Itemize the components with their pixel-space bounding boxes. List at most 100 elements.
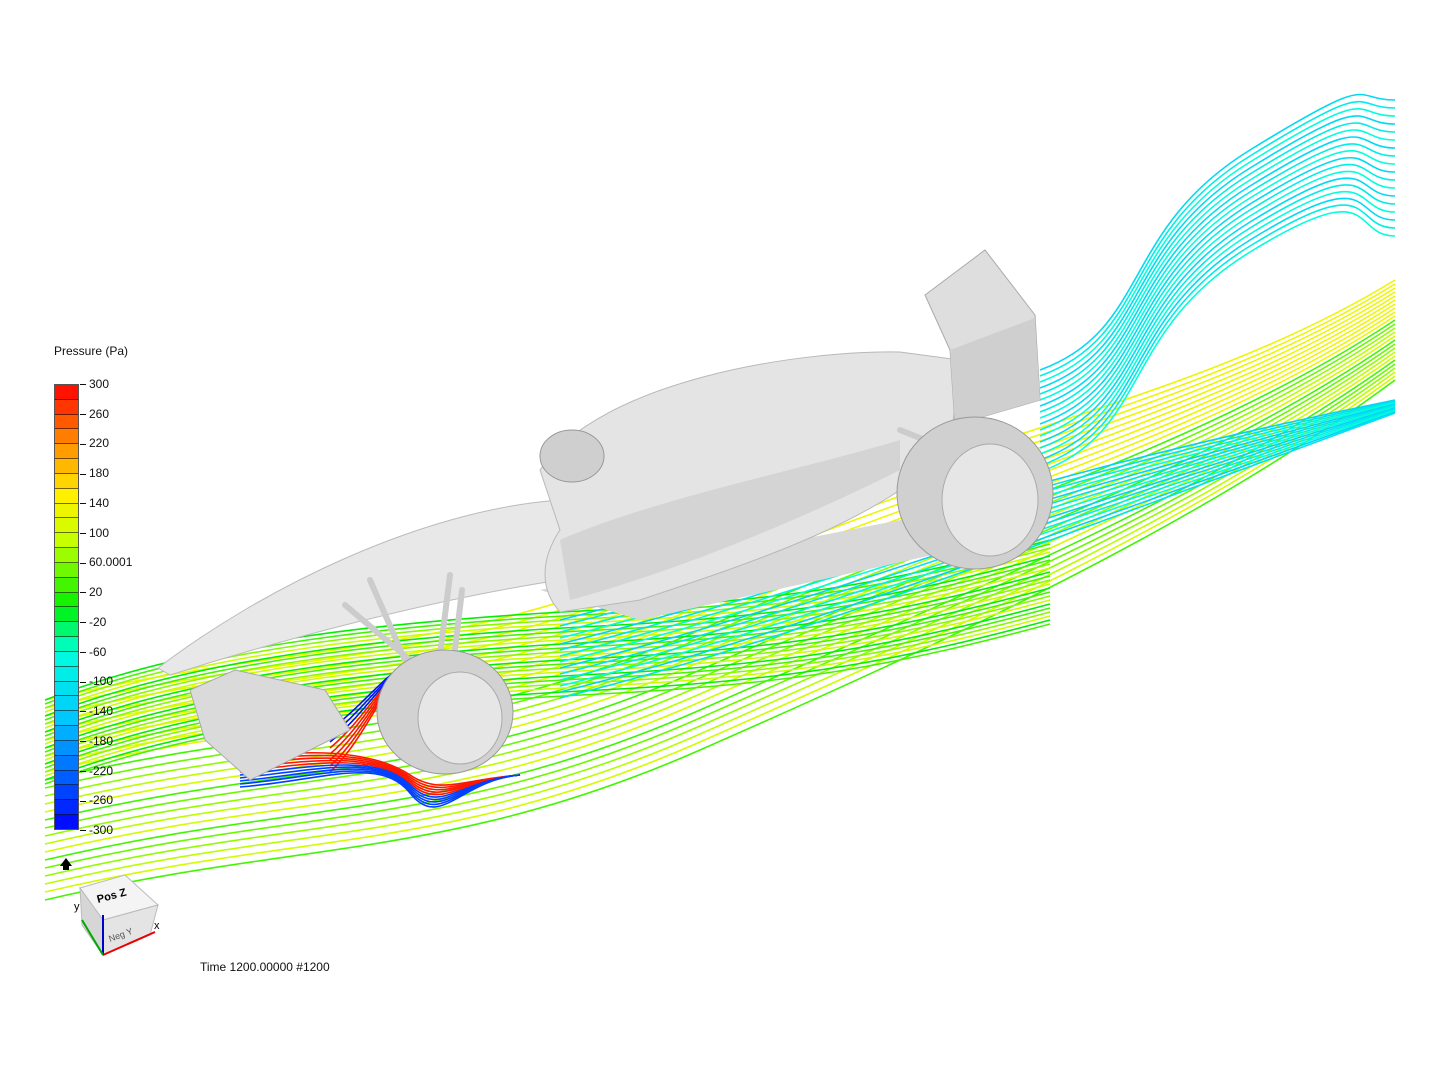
colorbar-band	[55, 488, 78, 504]
colorbar-tick-label: 180	[80, 466, 109, 480]
colorbar-band	[55, 399, 78, 415]
streamline	[1039, 211, 1396, 473]
streamline	[1039, 115, 1396, 389]
colorbar-band	[55, 607, 78, 623]
colorbar-band	[55, 577, 78, 593]
colorbar-tick-label: 100	[80, 526, 109, 540]
streamline	[44, 347, 1396, 837]
colorbar-band	[55, 518, 78, 534]
up-arrow-icon	[60, 858, 72, 870]
colorbar-band	[55, 696, 78, 712]
colorbar-tick-label: -100	[80, 674, 113, 688]
colorbar-tick-label: -220	[80, 764, 113, 778]
colorbar-band	[55, 503, 78, 519]
colorbar-band	[55, 815, 78, 829]
colorbar-band	[55, 592, 78, 608]
colorbar-band	[55, 459, 78, 474]
streamline	[559, 408, 1396, 675]
streamline	[1039, 184, 1396, 449]
streamline	[1039, 136, 1396, 407]
colorbar-band	[55, 473, 78, 489]
colorbar-band	[55, 637, 78, 652]
streamline	[1039, 163, 1396, 431]
streamline	[239, 757, 521, 791]
colorbar-band	[55, 666, 78, 682]
colorbar-band	[55, 681, 78, 697]
colorbar-band	[55, 385, 78, 400]
streamline	[44, 339, 1396, 821]
streamline	[239, 764, 521, 798]
colorbar-ticks: 300 260 220 180 140 100 60.0001 20 -20 -60 -100 -14…	[80, 377, 170, 837]
streamline	[239, 759, 521, 793]
streamline	[1039, 190, 1396, 455]
legend-title: Pressure (Pa)	[54, 344, 129, 358]
colorbar-tick-label: -140	[80, 704, 113, 718]
streamline	[1039, 156, 1396, 425]
streamline	[44, 615, 1051, 777]
f1-car-model	[157, 249, 1054, 781]
streamline	[1039, 100, 1396, 377]
colorbar-tick-label: 260	[80, 407, 109, 421]
y-axis-arrow	[81, 919, 104, 956]
orientation-cube[interactable]: Pos Z Neg Y x y	[60, 858, 160, 957]
colorbar-band	[55, 770, 78, 786]
colorbar-band	[55, 800, 78, 816]
streamline	[559, 412, 1396, 699]
streamline	[239, 762, 521, 796]
streamline	[239, 766, 521, 801]
streamline	[559, 409, 1396, 681]
streamline	[44, 607, 1051, 769]
pressure-colorbar	[54, 384, 79, 830]
colorbar-band	[55, 414, 78, 430]
colorbar-tick-label: 20	[80, 585, 102, 599]
streamline	[44, 371, 1396, 885]
colorbar-band	[55, 444, 78, 460]
x-axis-label: x	[154, 920, 160, 932]
streamline	[44, 375, 1396, 893]
streamline	[1039, 108, 1396, 383]
colorbar-tick-label: 220	[80, 436, 109, 450]
streamline	[44, 623, 1051, 785]
colorbar-band	[55, 622, 78, 638]
streamline	[239, 771, 521, 808]
colorbar-band	[55, 562, 78, 578]
streamline	[44, 351, 1396, 845]
colorbar-band	[55, 711, 78, 727]
time-status: Time 1200.00000 #1200	[200, 960, 330, 974]
colorbar-band	[55, 533, 78, 549]
colorbar-band	[55, 785, 78, 801]
streamline	[559, 411, 1396, 693]
colorbar-tick-label: 60.0001	[80, 555, 132, 569]
y-axis-label: y	[74, 901, 80, 913]
streamline	[1039, 129, 1396, 401]
streamline	[1039, 204, 1396, 467]
colorbar-tick-label: -260	[80, 793, 113, 807]
streamline	[1039, 150, 1396, 419]
colorbar-band	[55, 740, 78, 756]
streamline	[44, 359, 1396, 861]
streamline	[559, 410, 1396, 687]
colorbar-band	[55, 429, 78, 445]
streamline	[44, 619, 1051, 781]
x-axis-arrow	[102, 931, 156, 956]
streamline	[1039, 197, 1396, 461]
colorbar-tick-label: -60	[80, 645, 106, 659]
streamline	[1039, 177, 1396, 443]
streamline	[44, 367, 1396, 877]
streamline	[239, 770, 521, 806]
colorbar-tick-label: -180	[80, 734, 113, 748]
streamline	[559, 407, 1396, 669]
colorbar-band	[55, 755, 78, 771]
colorbar-tick-label: -20	[80, 615, 106, 629]
streamline	[1039, 122, 1396, 395]
colorbar-tick-label: 300	[80, 377, 109, 391]
colorbar-band	[55, 726, 78, 741]
streamline	[1039, 93, 1396, 371]
colorbar-tick-label: 140	[80, 496, 109, 510]
streamline	[44, 559, 1051, 721]
colorbar-band	[55, 651, 78, 667]
streamline	[44, 379, 1396, 901]
streamline	[239, 768, 521, 803]
colorbar-tick-label: -300	[80, 823, 113, 837]
